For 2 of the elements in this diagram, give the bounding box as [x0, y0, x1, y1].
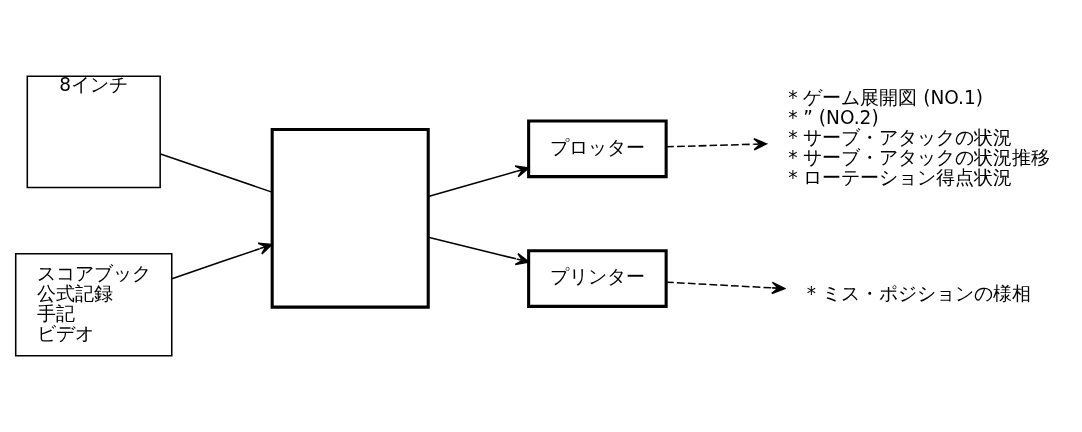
node-text: * ミス・ポジションの様相 — [806, 283, 1031, 305]
node-text: * ゲーム展開図 (NO.1) * ” (NO.2) * サーブ・アタックの状況 * サーブ・アタックの状況推移 * ローテーション得点状況 — [788, 87, 1051, 189]
